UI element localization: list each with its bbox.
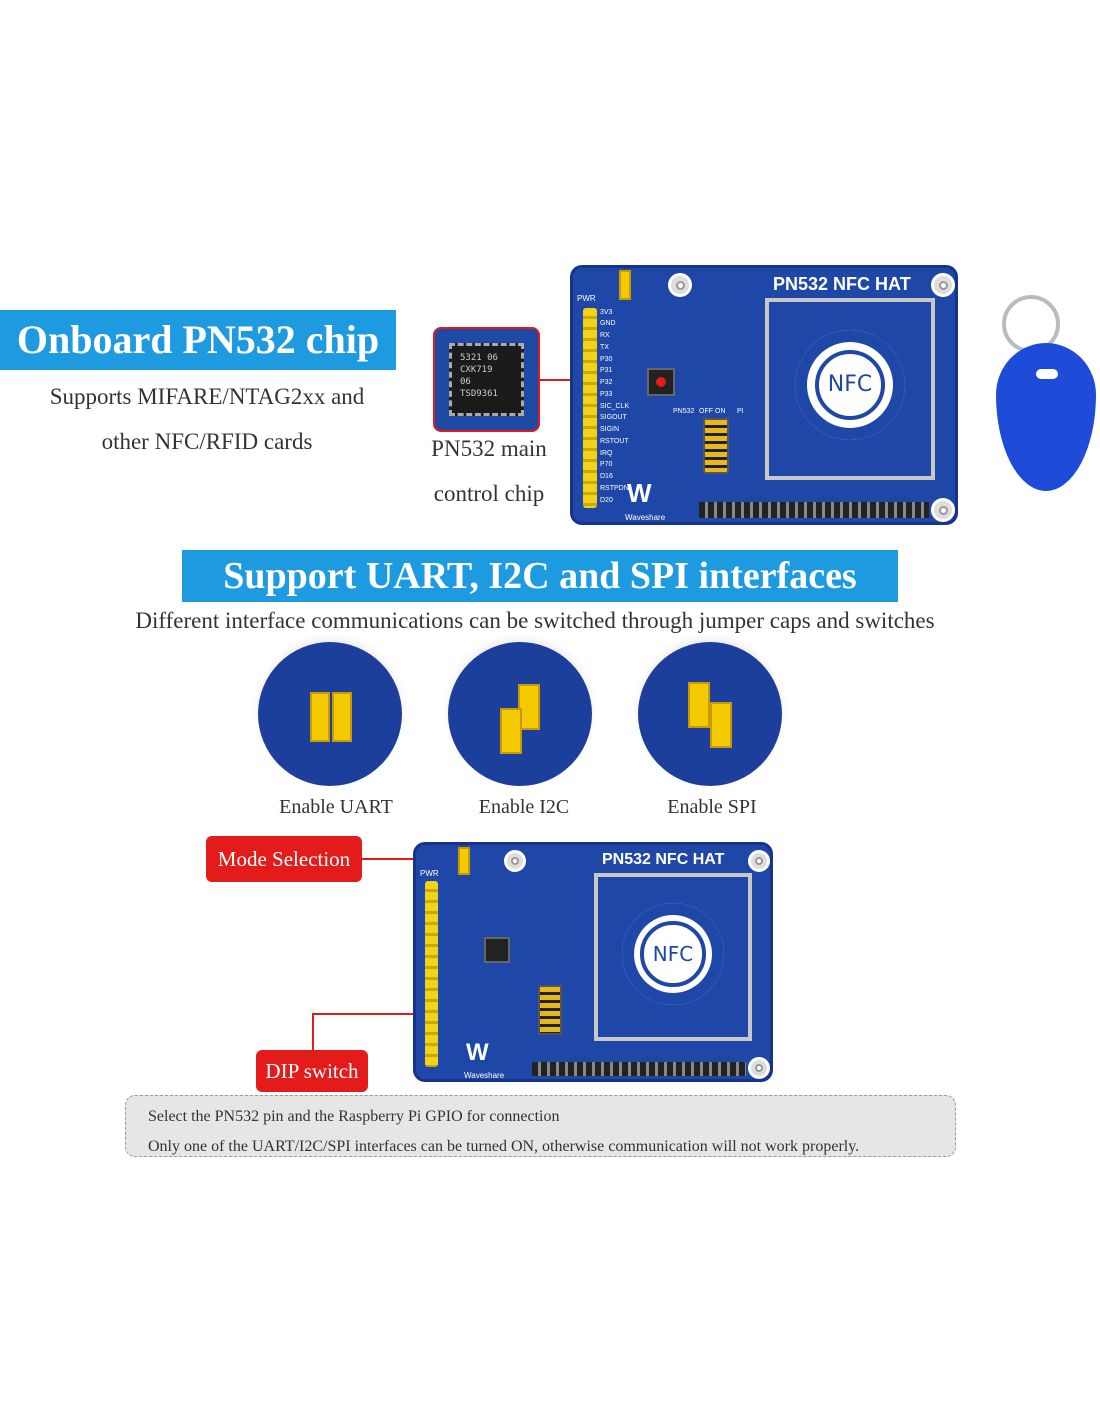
chip-support-line2: other NFC/RFID cards bbox=[101, 429, 313, 454]
waveshare-logo: W bbox=[466, 1039, 489, 1066]
pin-label: SIGOUT bbox=[600, 414, 627, 421]
brand-label: Waveshare bbox=[464, 1071, 505, 1080]
mount-hole bbox=[748, 850, 770, 872]
interfaces-banner: Support UART, I2C and SPI interfaces bbox=[182, 550, 898, 602]
pn532-chip bbox=[647, 368, 675, 396]
dip-header-pi: PI bbox=[737, 408, 744, 415]
mode-jumper bbox=[619, 270, 631, 300]
pwr-label: PWR bbox=[420, 869, 439, 878]
mount-hole bbox=[668, 273, 692, 297]
pin-label: SIGIN bbox=[600, 426, 620, 433]
board-title: PN532 NFC HAT bbox=[773, 274, 911, 294]
dip-header-off: OFF bbox=[699, 408, 713, 415]
gpio-header bbox=[699, 502, 929, 518]
pin-label: SIC_CLK bbox=[600, 403, 630, 410]
pin-label: GND bbox=[600, 320, 616, 327]
spi-jumper-image bbox=[638, 642, 782, 786]
mode-selection-callout: Mode Selection bbox=[206, 836, 362, 882]
note-line1: Select the PN532 pin and the Raspberry P… bbox=[148, 1108, 560, 1125]
waveshare-logo: W bbox=[627, 478, 652, 508]
pin-label: P70 bbox=[600, 461, 613, 468]
board-title: PN532 NFC HAT bbox=[602, 851, 725, 868]
dip-pointer-line bbox=[312, 1013, 314, 1051]
chip-support-line1: Supports MIFARE/NTAG2xx and bbox=[49, 384, 365, 409]
pn532-board-image: PN532 NFC HAT PWR 3V3 GND RX TX P30 P31 … bbox=[570, 265, 958, 525]
pin-label: D20 bbox=[600, 497, 613, 504]
chip-marking: 06 bbox=[460, 377, 471, 387]
mount-hole bbox=[748, 1057, 770, 1079]
chip-label-line2: control chip bbox=[433, 481, 545, 506]
pn532-board-image-2: PN532 NFC HAT PWR NFC W Waveshare bbox=[413, 842, 773, 1082]
chip-marking: CXK719 bbox=[460, 365, 493, 375]
pn532-chip bbox=[484, 937, 510, 963]
onboard-chip-banner: Onboard PN532 chip bbox=[0, 310, 396, 370]
mount-hole bbox=[931, 273, 955, 297]
pwr-label: PWR bbox=[577, 294, 596, 303]
dip-header-pn532: PN532 bbox=[673, 408, 695, 415]
brand-label: Waveshare bbox=[625, 513, 666, 522]
dip-switch bbox=[703, 418, 729, 474]
pin-label: P33 bbox=[600, 391, 613, 398]
chip-marking: 5321 06 bbox=[460, 353, 498, 363]
nfc-logo: NFC bbox=[795, 330, 905, 440]
note-line2: Only one of the UART/I2C/SPI interfaces … bbox=[148, 1138, 860, 1155]
mount-hole bbox=[931, 498, 955, 522]
connection-note: Select the PN532 pin and the Raspberry P… bbox=[125, 1095, 956, 1157]
dip-switch-callout: DIP switch bbox=[256, 1050, 368, 1092]
mode-label-i2c: Enable I2C bbox=[478, 796, 570, 818]
pin-label: TX bbox=[600, 344, 609, 351]
mount-hole bbox=[504, 850, 526, 872]
pin-label: RSTPDN bbox=[600, 485, 629, 492]
dip-header-on: ON bbox=[715, 408, 726, 415]
nfc-logo: NFC bbox=[622, 903, 724, 1005]
pin-header bbox=[583, 308, 597, 508]
pin-label: D16 bbox=[600, 473, 613, 480]
pin-header bbox=[425, 881, 438, 1067]
pin-label: P31 bbox=[600, 367, 613, 374]
mode-label-uart: Enable UART bbox=[279, 796, 393, 818]
chip-marking: TSD9361 bbox=[460, 389, 498, 399]
chip-label-line1: PN532 main bbox=[431, 436, 547, 461]
pin-label: P32 bbox=[600, 379, 613, 386]
pin-label: P30 bbox=[600, 356, 613, 363]
interfaces-subtitle: Different interface communications can b… bbox=[135, 608, 935, 633]
mode-label-spi: Enable SPI bbox=[667, 796, 757, 818]
keyfob-image bbox=[990, 295, 1100, 495]
pin-label: 3V3 bbox=[600, 309, 613, 316]
pin-label: RX bbox=[600, 332, 610, 339]
mode-pointer-line bbox=[362, 858, 462, 860]
pin-label: RSTOUT bbox=[600, 438, 629, 445]
dip-switch bbox=[538, 985, 562, 1035]
pin-label: IRQ bbox=[600, 450, 613, 457]
uart-jumper-image bbox=[258, 642, 402, 786]
i2c-jumper-image bbox=[448, 642, 592, 786]
chip-closeup-image: 5321 06 CXK719 06 TSD9361 bbox=[433, 327, 540, 432]
gpio-header bbox=[532, 1062, 746, 1076]
mode-jumper bbox=[458, 847, 470, 875]
